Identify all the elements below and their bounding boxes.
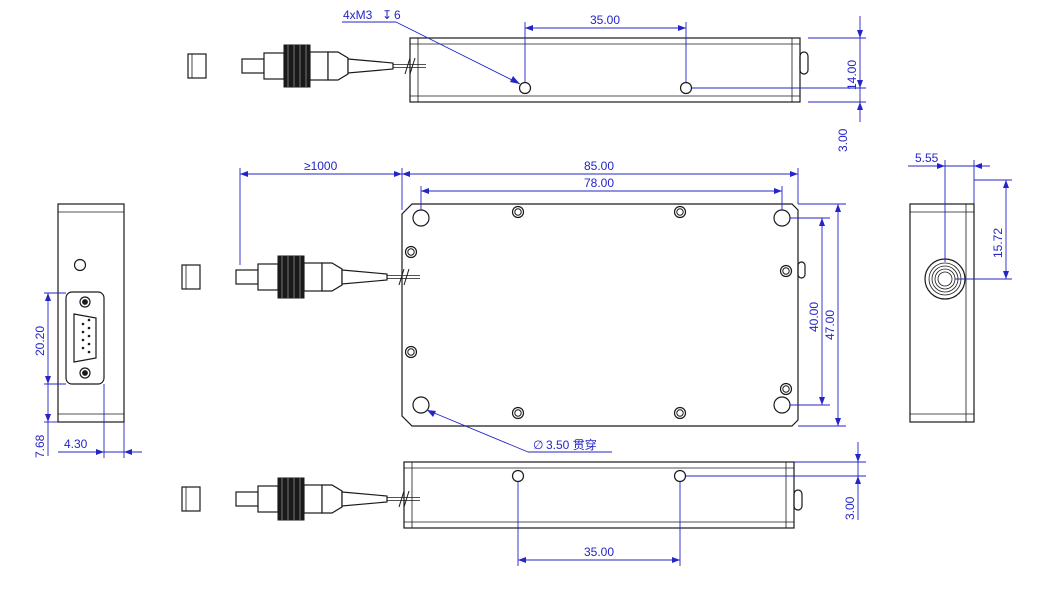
main-view: ≥1000 85.00 78.00 40.00 47.00 ∅ 3.50 贯穿 (181, 159, 846, 453)
thread-depth-label: 6 (394, 8, 401, 22)
top-body (409, 37, 801, 103)
top-hole-right (679, 81, 693, 95)
depth-symbol: ↧ (382, 8, 392, 22)
db9-flange (65, 291, 105, 385)
top-hole-spacing-label: 35.00 (590, 13, 620, 27)
corner-hole (412, 396, 430, 414)
right-side-view: 5.55 15.72 (908, 151, 1012, 423)
main-body (401, 203, 799, 427)
bottom-hole-spacing-label: 35.00 (584, 545, 614, 559)
left-side-view: 20.20 7.68 4.30 (33, 203, 142, 458)
left-side-hole (73, 258, 87, 272)
bottom-hole-right (673, 469, 687, 483)
hole-spacing-width-label: 40.00 (807, 302, 821, 332)
hole-spacing-length-label: 78.00 (584, 176, 614, 190)
bottom-hole-left (511, 469, 525, 483)
body-width-label: 47.00 (823, 310, 837, 340)
connector-depth-label: 4.30 (64, 437, 88, 451)
connector-height-label: 20.20 (33, 326, 47, 356)
side-offset-label: 5.55 (915, 151, 939, 165)
bottom-body (403, 461, 795, 529)
top-height-label: 14.00 (845, 60, 859, 90)
db9-shell (73, 313, 97, 363)
top-hole-left (518, 81, 532, 95)
top-view: 4xM3 ↧ 6 35.00 14.00 3.00 (187, 8, 866, 152)
corner-hole (412, 209, 430, 227)
right-side-body (909, 203, 975, 423)
thru-hole-label: 3.50 贯穿 (546, 437, 597, 452)
diameter-symbol: ∅ (533, 438, 543, 452)
corner-hole (773, 396, 791, 414)
cable-length-label: ≥1000 (304, 159, 338, 173)
side-center-label: 15.72 (991, 228, 1005, 258)
connector-offset-label: 7.68 (33, 434, 47, 458)
body-length-label: 85.00 (584, 159, 614, 173)
thread-callout-label: 4xM3 (343, 8, 373, 22)
left-side-body (57, 203, 125, 423)
corner-hole (773, 209, 791, 227)
top-offset-label: 3.00 (836, 128, 850, 152)
bottom-offset-label: 3.00 (843, 496, 857, 520)
bottom-view: 35.00 3.00 (181, 442, 866, 566)
